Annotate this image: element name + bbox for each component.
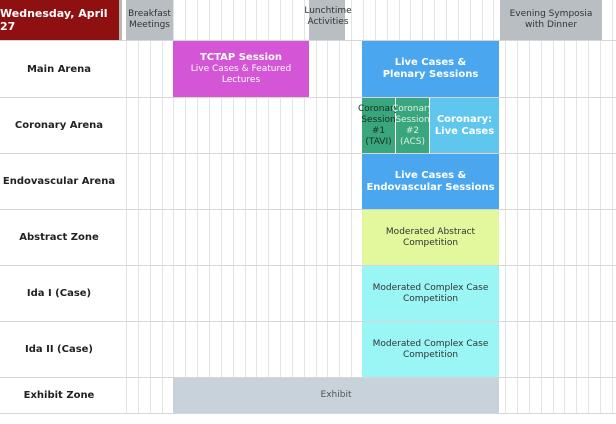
row-label-coronary-arena: Coronary Arena: [14, 120, 104, 131]
session-live-plenary[interactable]: Live Cases & Plenary Sessions: [362, 41, 499, 97]
evening-header: Evening Symposia with Dinner: [500, 0, 602, 40]
row-divider: [0, 265, 616, 266]
session-label: Coronary Session #1 (TAVI): [357, 103, 400, 147]
grid-line: [150, 0, 151, 413]
session-title: TCTAP Session: [199, 52, 283, 63]
grid-line: [553, 0, 554, 413]
row-label-abstract-zone: Abstract Zone: [19, 232, 99, 243]
row-divider: [0, 413, 616, 414]
session-label: Coronary Session #2 (ACS): [391, 103, 434, 147]
session-tctap[interactable]: TCTAP Session Live Cases & Featured Lect…: [173, 41, 309, 97]
session-subtitle: Live Cases & Featured Lectures: [190, 64, 292, 85]
session-endovascular[interactable]: Live Cases & Endovascular Sessions: [362, 154, 499, 209]
row-divider: [0, 97, 616, 98]
grid-line: [564, 0, 565, 413]
session-abstract[interactable]: Moderated Abstract Competition: [362, 210, 499, 265]
session-title: Live Cases & Endovascular Sessions: [366, 169, 495, 193]
row-label-main-arena: Main Arena: [26, 63, 92, 75]
row-label-exhibit-zone: Exhibit Zone: [23, 390, 95, 401]
grid-line: [505, 0, 506, 413]
row-divider: [0, 153, 616, 154]
grid-line: [517, 0, 518, 413]
session-label: Moderated Abstract Competition: [385, 226, 476, 248]
grid-line: [576, 0, 577, 413]
grid-line: [221, 0, 222, 413]
grid-line: [612, 0, 613, 413]
session-ida-1[interactable]: Moderated Complex Case Competition: [362, 266, 499, 321]
grid-line: [600, 0, 601, 413]
grid-line: [268, 0, 269, 413]
row-divider: [0, 377, 616, 378]
grid-line: [541, 0, 542, 413]
session-ida-2[interactable]: Moderated Complex Case Competition: [362, 322, 499, 377]
grid-line: [126, 0, 127, 413]
breakfast-label: Breakfast Meetings: [128, 9, 171, 30]
grid-line: [529, 0, 530, 413]
grid-line: [209, 0, 210, 413]
grid-line: [245, 0, 246, 413]
grid-line: [304, 0, 305, 413]
grid-line: [162, 0, 163, 413]
grid-line: [197, 0, 198, 413]
row-label-endovascular-arena: Endovascular Arena: [2, 176, 116, 187]
grid-line: [327, 0, 328, 413]
session-coronary-1[interactable]: Coronary Session #1 (TAVI): [358, 98, 399, 153]
grid-line: [233, 0, 234, 413]
row-divider: [0, 321, 616, 322]
grid-line: [588, 0, 589, 413]
grid-line: [316, 0, 317, 413]
grid-line: [185, 0, 186, 413]
evening-label: Evening Symposia with Dinner: [509, 9, 593, 30]
session-label: Moderated Complex Case Competition: [372, 338, 489, 360]
session-label: Moderated Complex Case Competition: [372, 282, 489, 304]
row-divider: [0, 209, 616, 210]
row-divider: [0, 40, 616, 41]
date-header: Wednesday, April 27: [0, 0, 122, 40]
grid-line: [292, 0, 293, 413]
grid-line: [339, 0, 340, 413]
session-exhibit[interactable]: Exhibit: [173, 378, 499, 413]
session-label: Exhibit: [320, 390, 352, 400]
row-label-ida-2: Ida II (Case): [25, 344, 93, 355]
grid-line: [256, 0, 257, 413]
session-title: Live Cases & Plenary Sessions: [382, 57, 479, 80]
lunchtime-label: Lunchtime Activities: [304, 6, 352, 27]
breakfast-header: Breakfast Meetings: [126, 0, 173, 40]
session-coronary-live[interactable]: Coronary: Live Cases: [430, 98, 499, 153]
row-label-ida-1: Ida I (Case): [26, 288, 92, 299]
grid-line: [280, 0, 281, 413]
grid-line: [173, 0, 174, 413]
session-title: Coronary: Live Cases: [434, 113, 495, 137]
grid-line: [351, 0, 352, 413]
lunchtime-header-left: [309, 0, 345, 40]
date-label: Wednesday, April 27: [0, 7, 108, 33]
grid-line: [138, 0, 139, 413]
session-coronary-2[interactable]: Coronary Session #2 (ACS): [392, 98, 433, 153]
